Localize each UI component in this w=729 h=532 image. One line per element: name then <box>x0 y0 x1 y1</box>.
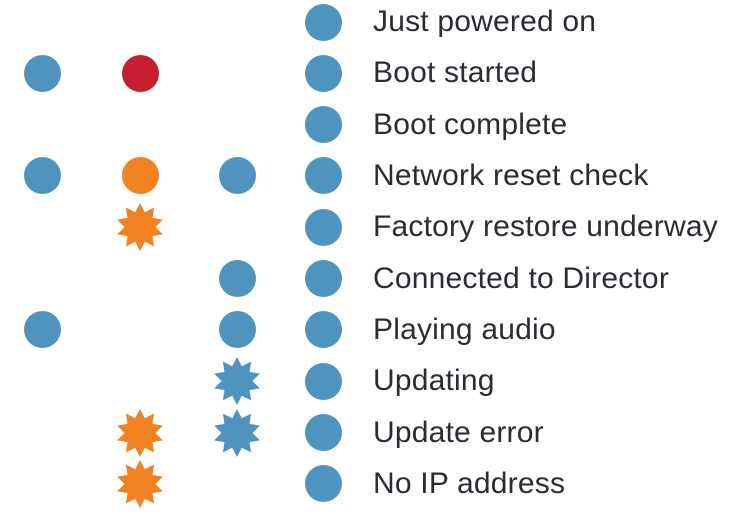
led-blue-dot-icon <box>218 157 256 195</box>
led-blue-dot-icon <box>304 311 342 349</box>
led-orange-burst-icon <box>117 203 163 252</box>
led-blue-dot-icon <box>304 54 342 92</box>
led-blue-dot-icon <box>304 3 342 41</box>
led-orange-burst-icon <box>117 408 163 457</box>
led-blue-dot-icon <box>23 311 61 349</box>
led-blue-dot-icon <box>218 311 256 349</box>
status-label: Just powered on <box>373 5 597 38</box>
led-orange-burst-icon <box>117 459 163 508</box>
led-blue-dot-icon <box>304 106 342 144</box>
led-blue-dot-icon <box>304 362 342 400</box>
led-blue-burst-icon <box>214 357 260 406</box>
led-blue-dot-icon <box>304 157 342 195</box>
led-blue-dot-icon <box>23 157 61 195</box>
status-label: Factory restore underway <box>373 210 718 244</box>
led-orange-dot-icon <box>121 157 159 195</box>
status-label: Boot complete <box>373 107 568 141</box>
status-label: Boot started <box>373 56 538 90</box>
led-blue-burst-icon <box>214 408 260 457</box>
status-label: Updating <box>373 364 495 398</box>
led-red-dot-icon <box>121 54 159 92</box>
status-label: Connected to Director <box>373 261 670 295</box>
led-blue-dot-icon <box>304 260 342 298</box>
led-blue-dot-icon <box>23 54 61 92</box>
led-blue-dot-icon <box>304 208 342 246</box>
led-blue-dot-icon <box>218 260 256 298</box>
status-label: No IP address <box>373 466 566 500</box>
led-blue-dot-icon <box>304 465 342 503</box>
status-label: Update error <box>373 415 544 449</box>
status-label: Playing audio <box>373 312 556 346</box>
led-blue-dot-icon <box>304 414 342 452</box>
status-label: Network reset check <box>373 158 649 192</box>
